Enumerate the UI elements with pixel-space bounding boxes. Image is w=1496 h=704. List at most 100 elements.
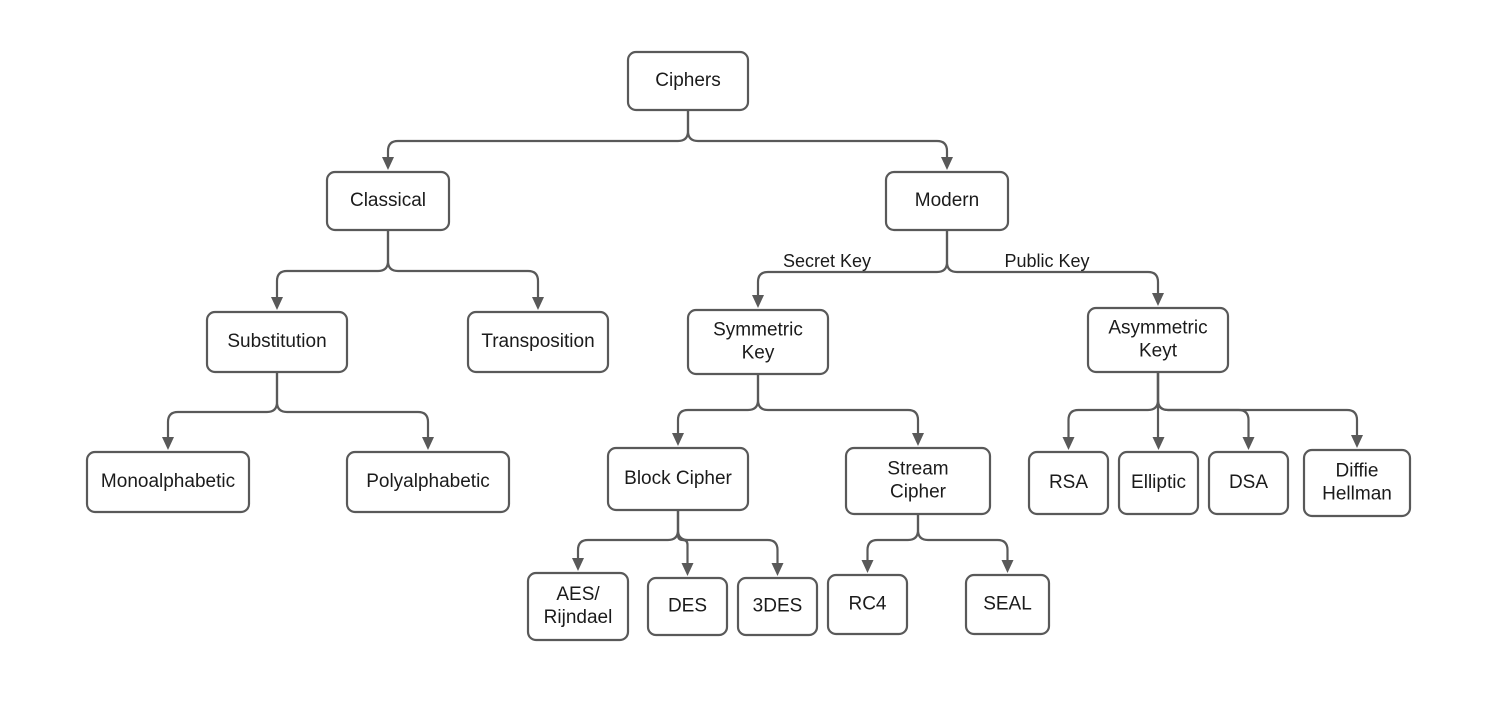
node-tripledes[interactable]: 3DES	[736, 576, 819, 637]
edge-line	[1156, 372, 1250, 437]
edge-line	[166, 372, 279, 437]
edge-arrowhead	[422, 437, 434, 450]
node-box-tripledes[interactable]	[736, 576, 819, 637]
node-label-elliptic: Elliptic	[1131, 472, 1186, 493]
node-modern[interactable]: Modern	[884, 170, 1010, 232]
node-box-elliptic[interactable]	[1117, 450, 1200, 516]
edge-labels-layer: Secret Key Public Key	[783, 251, 1090, 271]
edge-arrowhead	[1152, 437, 1165, 450]
node-monoalphabetic[interactable]: Monoalphabetic	[85, 450, 251, 514]
edge-streamcipher-rc4	[861, 514, 920, 573]
node-box-des[interactable]	[646, 576, 729, 637]
node-label-rsa: RSA	[1049, 472, 1088, 493]
edge-line	[916, 514, 1009, 560]
node-box-streamcipher[interactable]	[844, 446, 992, 516]
node-label-substitution: Substitution	[227, 331, 326, 352]
edge-arrowhead	[861, 560, 874, 573]
node-box-diffiehellman[interactable]	[1302, 448, 1412, 518]
node-box-modern[interactable]	[884, 170, 1010, 232]
node-rsa[interactable]: RSA	[1027, 450, 1110, 516]
edge-line	[1156, 372, 1359, 435]
node-label-des: DES	[668, 596, 707, 617]
node-box-seal[interactable]	[964, 573, 1051, 636]
edge-ciphers-modern	[686, 110, 953, 170]
node-label-tripledes: 3DES	[753, 596, 803, 617]
edge-line	[386, 110, 690, 157]
edge-arrowhead	[941, 157, 953, 170]
edges-layer	[162, 110, 1363, 576]
edge-line	[576, 510, 680, 558]
edge-classical-transposition	[386, 230, 544, 310]
node-label-modern: Modern	[915, 190, 979, 211]
node-box-monoalphabetic[interactable]	[85, 450, 251, 514]
node-box-aesrijndael[interactable]	[526, 571, 630, 642]
secret-key-label: Secret Key	[783, 251, 871, 271]
edge-classical-substitution	[271, 230, 390, 310]
edge-arrowhead	[382, 157, 394, 170]
node-transposition[interactable]: Transposition	[466, 310, 610, 374]
node-box-rsa[interactable]	[1027, 450, 1110, 516]
node-aesrijndael[interactable]: AES/Rijndael	[526, 571, 630, 642]
edge-line	[386, 230, 540, 297]
node-des[interactable]: DES	[646, 576, 729, 637]
node-seal[interactable]: SEAL	[964, 573, 1051, 636]
node-polyalphabetic[interactable]: Polyalphabetic	[345, 450, 511, 514]
node-label-dsa: DSA	[1229, 472, 1268, 493]
edge-arrowhead	[1152, 293, 1164, 306]
edge-symmetric-blockcipher	[672, 374, 760, 446]
node-label-aesrijndael: AES/Rijndael	[544, 584, 613, 628]
node-box-asymmetric[interactable]	[1086, 306, 1230, 374]
node-box-ciphers[interactable]	[626, 50, 750, 112]
edge-line	[676, 374, 760, 433]
node-dsa[interactable]: DSA	[1207, 450, 1290, 516]
edge-arrowhead	[162, 437, 174, 450]
edge-line	[866, 514, 920, 560]
edge-arrowhead	[672, 433, 684, 446]
edge-line	[686, 110, 949, 157]
node-box-polyalphabetic[interactable]	[345, 450, 511, 514]
edge-blockcipher-des	[676, 510, 694, 576]
node-label-rc4: RC4	[848, 594, 886, 615]
node-box-blockcipher[interactable]	[606, 446, 750, 512]
node-box-classical[interactable]	[325, 170, 451, 232]
node-box-dsa[interactable]	[1207, 450, 1290, 516]
edge-arrowhead	[681, 563, 694, 576]
node-substitution[interactable]: Substitution	[205, 310, 349, 374]
node-box-transposition[interactable]	[466, 310, 610, 374]
edge-line	[275, 372, 430, 437]
edge-asymmetric-diffiehellman	[1156, 372, 1363, 448]
edge-blockcipher-tripledes	[676, 510, 784, 576]
node-label-ciphers: Ciphers	[655, 70, 720, 91]
public-key-label: Public Key	[1004, 251, 1089, 271]
edge-asymmetric-rsa	[1062, 372, 1160, 450]
node-label-polyalphabetic: Polyalphabetic	[366, 471, 490, 492]
edge-arrowhead	[771, 563, 784, 576]
node-rc4[interactable]: RC4	[826, 573, 909, 636]
node-box-rc4[interactable]	[826, 573, 909, 636]
edge-line	[756, 374, 920, 433]
node-ciphers[interactable]: Ciphers	[626, 50, 750, 112]
edge-substitution-monoalphabetic	[162, 372, 279, 450]
node-label-monoalphabetic: Monoalphabetic	[101, 471, 235, 492]
edge-arrowhead	[1001, 560, 1014, 573]
node-blockcipher[interactable]: Block Cipher	[606, 446, 750, 512]
edge-arrowhead	[912, 433, 924, 446]
node-box-substitution[interactable]	[205, 310, 349, 374]
edge-line	[275, 230, 390, 297]
edge-modern-asymmetric	[945, 230, 1164, 306]
edge-arrowhead	[1062, 437, 1075, 450]
edge-arrowhead	[752, 295, 764, 308]
node-classical[interactable]: Classical	[325, 170, 451, 232]
node-box-symmetric[interactable]	[686, 308, 830, 376]
node-elliptic[interactable]: Elliptic	[1117, 450, 1200, 516]
